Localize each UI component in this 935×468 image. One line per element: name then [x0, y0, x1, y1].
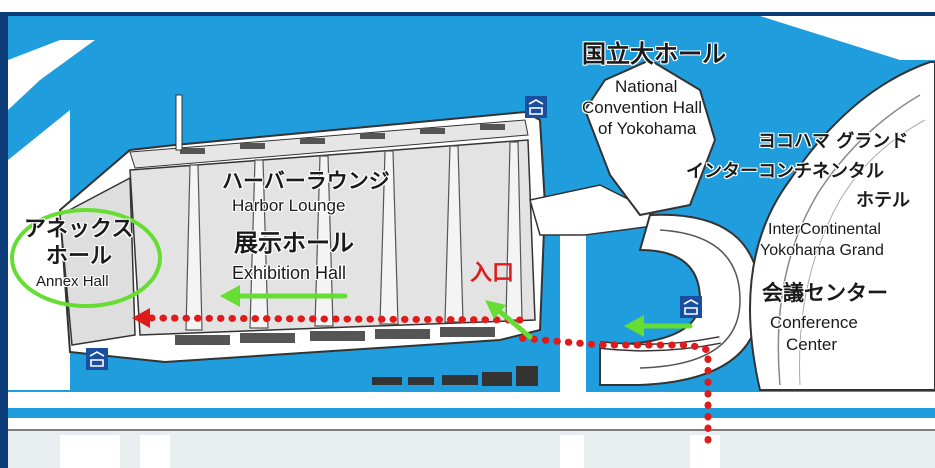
label-exhibition-en: Exhibition Hall: [232, 263, 347, 283]
top-border: [0, 0, 935, 14]
route-main: [516, 334, 712, 444]
label-annex-en: Annex Hall: [36, 273, 109, 290]
roof-blocks: [180, 124, 505, 154]
label-national-hall-en-2: Convention Hall: [582, 98, 703, 117]
frame-top: [0, 12, 935, 16]
label-exhibition-jp: 展示ホール: [234, 229, 354, 257]
route: [146, 314, 712, 444]
conference-ring-inner: [639, 229, 741, 369]
parking: [372, 366, 538, 386]
crosswalk-3: [560, 435, 584, 468]
left-promenade: [8, 110, 70, 390]
label-harbor-jp: ハーバーラウンジ: [222, 169, 390, 193]
label-national-hall-en-1: National: [615, 77, 678, 96]
national-hall: [583, 58, 717, 217]
route-arrowhead: [132, 308, 150, 328]
hall-fins: [185, 141, 523, 331]
label-hotel-en-2: Yokohama Grand: [760, 242, 884, 259]
hotel-detail-2: [799, 119, 926, 386]
platform-blocks: [175, 327, 495, 345]
label-national-hall-en-3: of Yokohama: [598, 119, 697, 138]
right-land-top: [760, 16, 935, 60]
center-street: [560, 225, 586, 400]
label-national-hall-jp: 国立大ホール: [582, 40, 726, 68]
label-conference-jp: 会議センター: [762, 281, 888, 305]
label-hotel-jp-3: ホテル: [856, 190, 910, 211]
label-hotel-jp-2: インターコンチネンタル: [686, 161, 884, 182]
antenna: [175, 94, 183, 151]
label-conference-en-1: Conference: [770, 313, 858, 332]
left-land: [8, 40, 95, 110]
crosswalk-1: [60, 435, 120, 468]
station-icon: [86, 348, 108, 370]
frame-left: [0, 12, 8, 468]
road-band-upper: [8, 392, 935, 408]
road-stripe: [8, 408, 935, 418]
station-icon: [525, 96, 547, 118]
label-harbor-en: Harbor Lounge: [232, 196, 346, 215]
route-hall: [146, 314, 524, 324]
annex-highlight-circle: [10, 208, 162, 308]
label-hotel-en-1: InterContinental: [768, 221, 881, 238]
crosswalk-2: [140, 435, 170, 468]
label-annex-jp-2: ホール: [46, 244, 113, 269]
hall-body: [129, 139, 536, 336]
hotel-detail: [777, 94, 921, 386]
label-hotel-jp-1: ヨコハマ グランド: [758, 131, 909, 152]
green-arrows: [220, 285, 693, 340]
station-icon: [680, 296, 702, 318]
label-entrance: 入口: [470, 261, 515, 286]
label-conference-en-2: Center: [786, 335, 838, 354]
label-annex-jp-1: アネックス: [24, 217, 134, 242]
